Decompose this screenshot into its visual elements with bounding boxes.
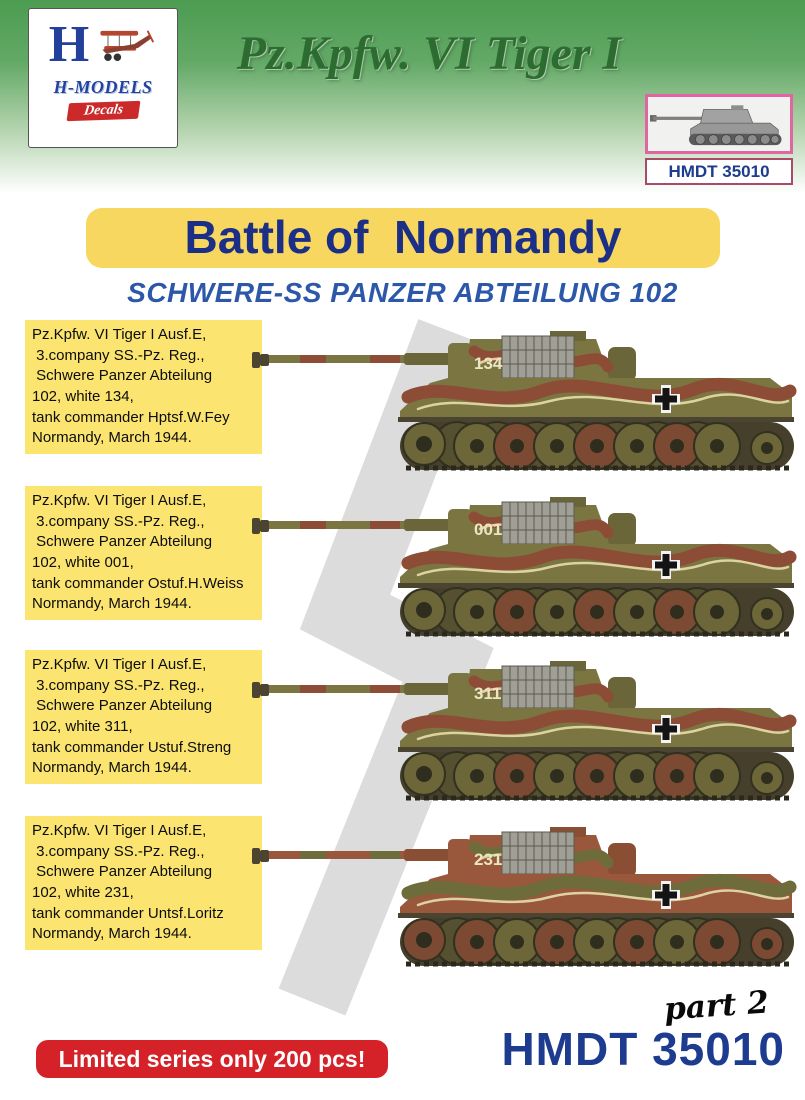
variant-row-4: Pz.Kpfw. VI Tiger I Ausf.E, 3.company SS… — [0, 812, 805, 980]
tank-illustration: 311 — [250, 652, 802, 808]
tank-illustration: 001 — [250, 488, 802, 644]
tiger-thumbnail-image — [650, 105, 782, 146]
running-gear — [400, 421, 794, 471]
running-gear — [400, 587, 794, 637]
logo-art: H — [49, 13, 157, 77]
variant-description: Pz.Kpfw. VI Tiger I Ausf.E, 3.company SS… — [25, 486, 262, 621]
hull — [398, 873, 797, 918]
spare-track-links — [501, 831, 575, 875]
turret-number: 231 — [474, 850, 502, 869]
brand-logo: H H-MODELS Decals — [28, 8, 178, 148]
tiger-tank-profile: 134 — [252, 331, 797, 471]
tiger-tank-profile: 231 — [252, 827, 797, 967]
turret-number: 001 — [474, 520, 502, 539]
variant-row-2: Pz.Kpfw. VI Tiger I Ausf.E, 3.company SS… — [0, 482, 805, 650]
spare-track-links — [501, 335, 575, 379]
unit-subtitle: SCHWERE-SS PANZER ABTEILUNG 102 — [127, 277, 678, 308]
product-code-box: HMDT 35010 — [645, 158, 793, 185]
logo-letter: H — [48, 16, 90, 73]
hull — [398, 377, 797, 422]
variant-description: Pz.Kpfw. VI Tiger I Ausf.E, 3.company SS… — [25, 320, 262, 455]
logo-brand-text: H-MODELS — [53, 77, 153, 97]
header: H H-MODELS Decals Pz.Kpfw. VI Tiger I — [0, 0, 805, 194]
balkenkreuz-insignia — [652, 385, 680, 413]
product-code-large: HMDT 35010 — [501, 1023, 785, 1075]
running-gear — [400, 917, 794, 967]
logo-sub-text: Decals — [82, 102, 124, 119]
variant-row-3: Pz.Kpfw. VI Tiger I Ausf.E, 3.company SS… — [0, 646, 805, 814]
tank-illustration: 134 — [250, 322, 802, 478]
variant-description: Pz.Kpfw. VI Tiger I Ausf.E, 3.company SS… — [25, 650, 262, 785]
limited-series-note: Limited series only 200 pcs! — [36, 1040, 388, 1078]
running-gear — [400, 751, 794, 801]
page-title: Pz.Kpfw. VI Tiger I — [236, 27, 622, 80]
tiger-tank-profile: 311 — [252, 661, 797, 801]
turret-number: 134 — [474, 354, 503, 373]
gun-barrel — [252, 682, 452, 698]
variant-row-1: Pz.Kpfw. VI Tiger I Ausf.E, 3.company SS… — [0, 316, 805, 484]
tank-illustration: 231 — [250, 818, 802, 974]
gun-barrel — [252, 518, 452, 534]
gun-barrel — [252, 848, 452, 864]
balkenkreuz-insignia — [652, 881, 680, 909]
logo-ribbon: Decals — [66, 100, 140, 122]
spare-track-links — [501, 501, 575, 545]
hull — [398, 543, 797, 588]
product-thumbnail-frame — [645, 94, 793, 154]
variant-description: Pz.Kpfw. VI Tiger I Ausf.E, 3.company SS… — [25, 816, 262, 951]
gun-barrel — [252, 352, 452, 368]
biplane-icon — [100, 30, 155, 62]
tiger-tank-profile: 001 — [252, 497, 797, 637]
hull — [398, 707, 797, 752]
balkenkreuz-insignia — [652, 715, 680, 743]
balkenkreuz-insignia — [652, 551, 680, 579]
title-banner: Battle of Normandy — [86, 208, 720, 268]
spare-track-links — [501, 665, 575, 709]
turret-number: 311 — [474, 684, 501, 703]
